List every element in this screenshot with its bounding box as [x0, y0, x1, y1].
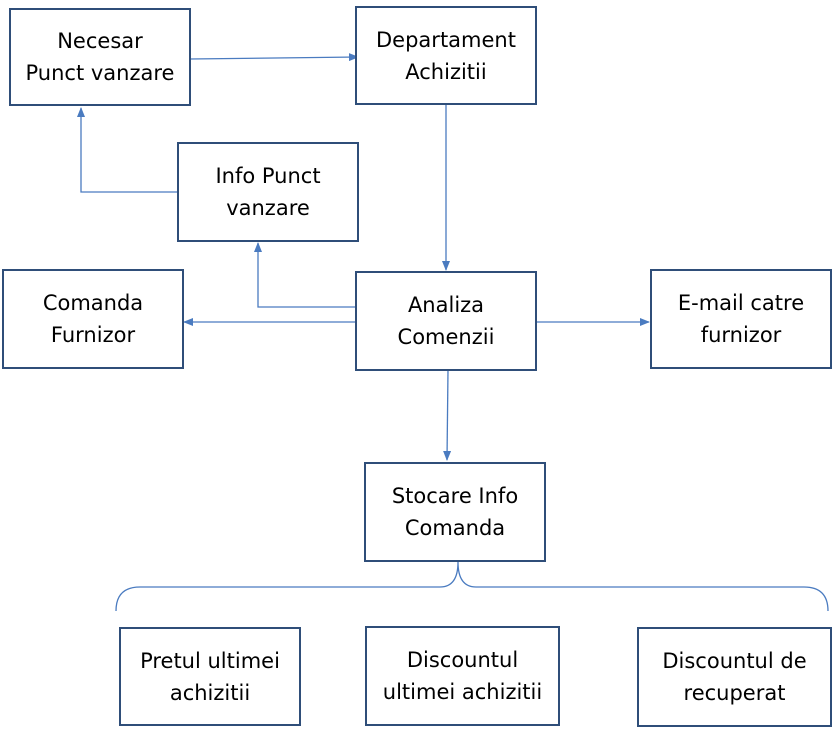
- node-label-line: Necesar: [57, 29, 143, 53]
- node-label-line: Comanda: [404, 516, 506, 540]
- node-comanda-furnizor: Comanda Furnizor: [2, 269, 184, 369]
- edge-analiza-to-info: [254, 242, 357, 308]
- node-label-line: Punct vanzare: [25, 61, 175, 85]
- node-discountul-de-recuperat: Discountul de recuperat: [637, 627, 832, 727]
- node-label-line: Departament: [376, 27, 516, 52]
- node-label-line: Discountul: [406, 648, 519, 672]
- node-pretul-ultimei-achizitii: Pretul ultimei achizitii: [119, 627, 301, 726]
- edge-info-to-necesar: [77, 107, 179, 193]
- node-label-line: Comanda: [42, 291, 144, 315]
- node-label-line: Discountul de: [662, 649, 807, 673]
- node-label-line: Analiza: [407, 293, 485, 317]
- grouping-brace: [115, 561, 829, 612]
- node-label-line: E-mail catre: [677, 291, 805, 315]
- node-stocare-info-comanda: Stocare Info Comanda: [364, 462, 546, 562]
- node-discountul-ultimei-achizitii: Discountul ultimei achizitii: [365, 626, 560, 726]
- edge-analiza-to-stocare: [443, 369, 452, 461]
- edge-necesar-to-departament: [189, 53, 359, 62]
- node-label-line: Info Punct: [215, 164, 321, 188]
- node-label-line: achizitii: [169, 680, 251, 705]
- node-label-line: Pretul ultimei: [140, 648, 280, 673]
- node-label-line: vanzare: [226, 196, 310, 220]
- node-label-line: Furnizor: [50, 323, 136, 347]
- node-analiza-comenzii: Analiza Comenzii: [355, 271, 537, 371]
- node-necesar-punct-vanzare: Necesar Punct vanzare: [9, 8, 191, 106]
- node-label-line: Achizitii: [405, 59, 487, 84]
- node-email-catre-furnizor: E-mail catre furnizor: [650, 269, 832, 369]
- node-info-punct-vanzare: Info Punct vanzare: [177, 142, 359, 242]
- node-departament-achizitii: Departament Achizitii: [355, 6, 537, 105]
- node-label-line: Comenzii: [397, 325, 495, 349]
- node-label-line: Stocare Info: [391, 484, 519, 508]
- node-label-line: recuperat: [683, 681, 786, 705]
- node-label-line: ultimei achizitii: [382, 680, 543, 704]
- node-label-line: furnizor: [700, 323, 782, 347]
